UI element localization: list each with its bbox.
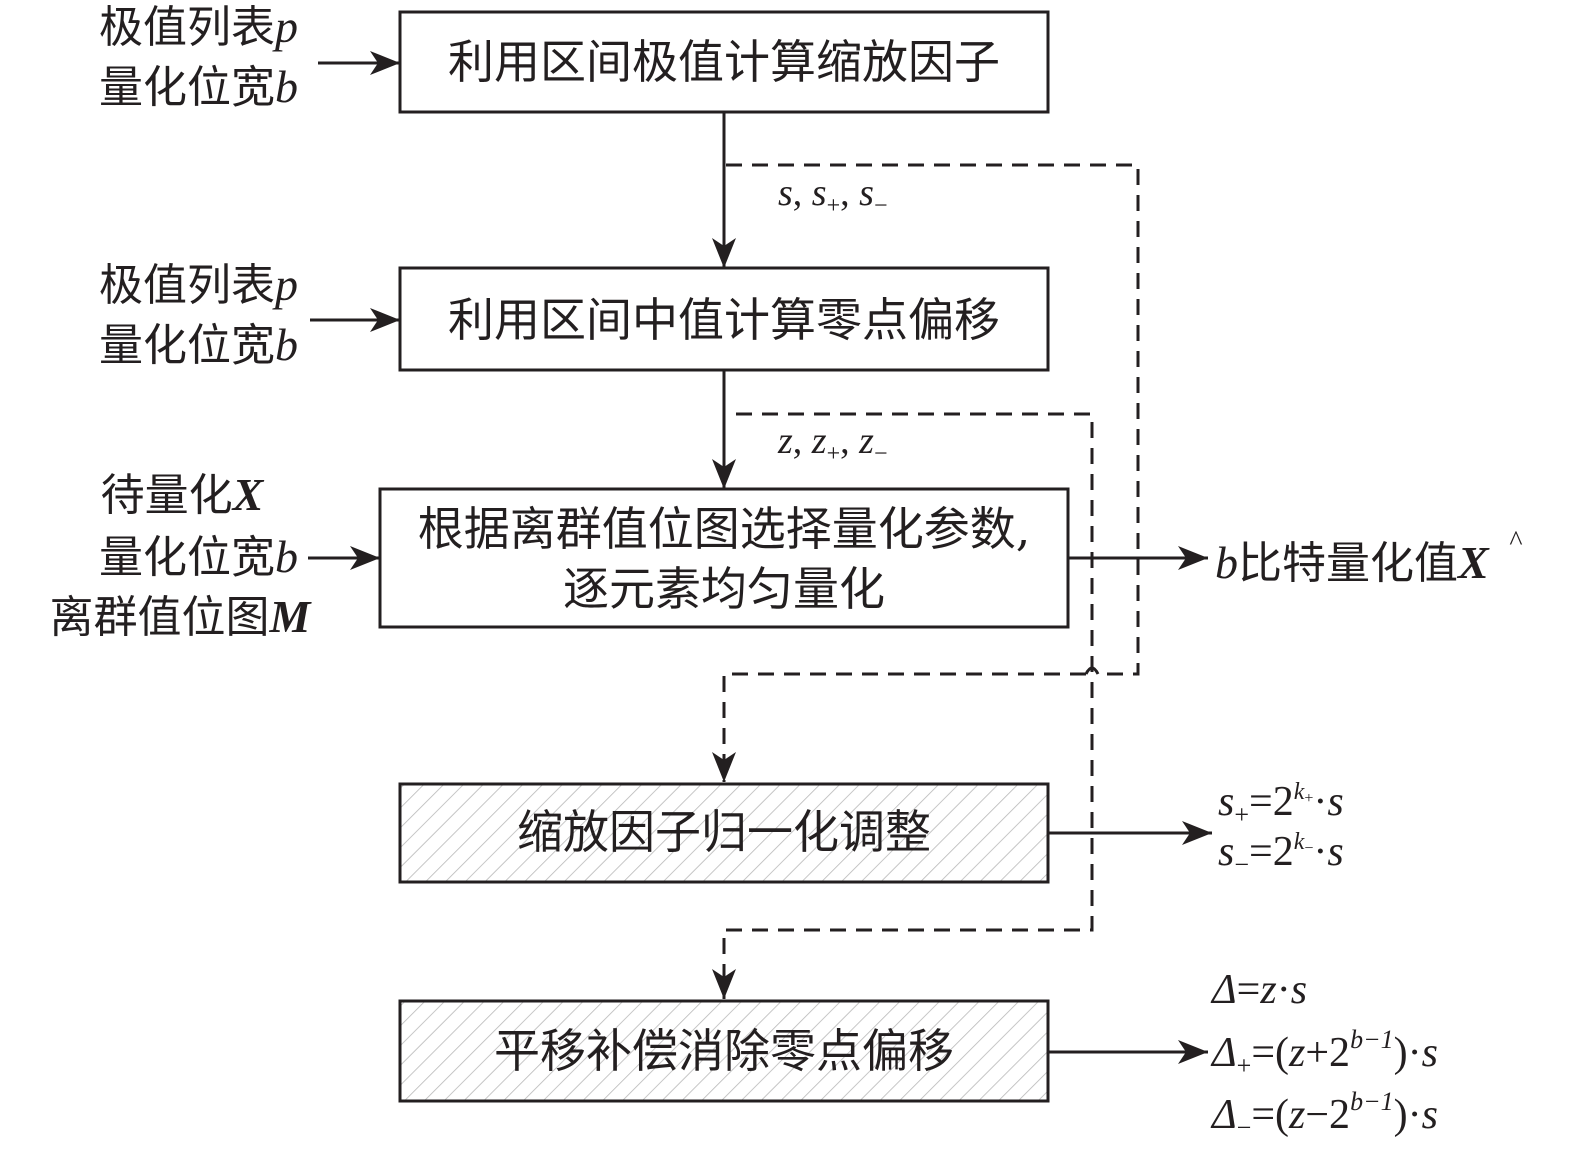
input-bit-width: 量化位宽b (99, 319, 298, 371)
hat-accent: ^ (1509, 526, 1522, 557)
box-shift-compensation: 平移补偿消除零点偏移 (398, 999, 1050, 1103)
input-extremes-list: 极值列表p (99, 1, 298, 53)
formula-delta: Δ=z·s (1210, 967, 1307, 1013)
inputs-scale: 极值列表p 量化位宽b (99, 1, 298, 113)
inputs-quant: 待量化X 量化位宽b 离群值位图M (50, 469, 313, 643)
box-zero-offset-label: 利用区间中值计算零点偏移 (448, 293, 1000, 347)
formula-delta-minus: Δ−=(z−2b−1)·s (1210, 1087, 1438, 1142)
formula-s-plus: s+=2k+·s (1218, 779, 1344, 829)
edge-label-zero-params: z, z+, z− (777, 420, 887, 467)
box-quantize-label-line1: 根据离群值位图选择量化参数, (418, 502, 1031, 556)
formula-s-minus: s−=2k−·s (1218, 829, 1344, 879)
box-shift-compensation-label: 平移补偿消除零点偏移 (494, 1024, 954, 1078)
formula-delta-plus: Δ+=(z+2b−1)·s (1210, 1025, 1438, 1080)
input-extremes-list: 极值列表p (99, 259, 298, 311)
box-scale-factor: 利用区间极值计算缩放因子 (398, 10, 1050, 114)
box-quantize: 根据离群值位图选择量化参数, 逐元素均匀量化 (378, 487, 1070, 629)
box-normalize-label: 缩放因子归一化调整 (517, 805, 931, 859)
dashed-path-zero-to-shift (712, 412, 1094, 999)
inputs-zero: 极值列表p 量化位宽b (99, 259, 298, 371)
box-zero-offset: 利用区间中值计算零点偏移 (398, 266, 1050, 372)
dashed-path-scale-to-normalize (724, 163, 1140, 782)
output-shift-formulas: Δ=z·s Δ+=(z+2b−1)·s Δ−=(z−2b−1)·s (1210, 967, 1438, 1142)
input-bit-width: 量化位宽b (99, 531, 298, 583)
box-quantize-label-line2: 逐元素均匀量化 (563, 562, 885, 616)
output-quantized-value: b比特量化值X ^ (1215, 526, 1523, 589)
box-scale-factor-label: 利用区间极值计算缩放因子 (448, 35, 1000, 89)
box-normalize: 缩放因子归一化调整 (398, 782, 1050, 884)
edge-label-scale-params: s, s+, s− (778, 172, 887, 219)
output-normalize-formulas: s+=2k+·s s−=2k−·s (1218, 779, 1344, 879)
output-quantized-value-label: b比特量化值X (1215, 537, 1490, 589)
input-to-quantize: 待量化X (101, 469, 265, 521)
input-bit-width: 量化位宽b (99, 61, 298, 113)
input-outlier-bitmap: 离群值位图M (50, 591, 313, 643)
